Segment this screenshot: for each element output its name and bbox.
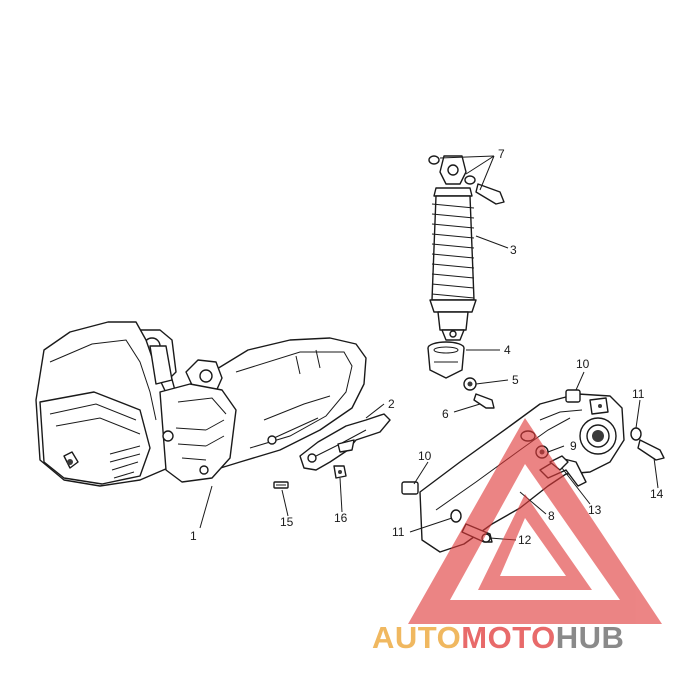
callout-9: 9 — [570, 439, 577, 453]
svg-text:AUTOMOTOHUB: AUTOMOTOHUB — [372, 620, 624, 655]
callout-2: 2 — [388, 397, 395, 411]
callout-1: 1 — [190, 529, 197, 543]
callout-8: 8 — [548, 509, 555, 523]
engine-unit — [35, 321, 367, 487]
spacer-10-right — [565, 389, 581, 403]
callout-13: 13 — [588, 503, 602, 517]
callout-10-right: 10 — [576, 357, 590, 371]
callout-labels: 1 2 3 4 5 6 7 8 9 10 10 11 11 12 13 14 1… — [190, 147, 664, 547]
callout-4: 4 — [504, 343, 511, 357]
bolt-15 — [273, 481, 289, 489]
callout-14: 14 — [650, 487, 664, 501]
nut-5 — [463, 377, 477, 391]
bolt-14 — [637, 439, 665, 461]
callout-10-left: 10 — [418, 449, 432, 463]
callout-5: 5 — [512, 373, 519, 387]
leader-lines — [199, 155, 659, 541]
bolt-6 — [473, 393, 495, 409]
callout-3: 3 — [510, 243, 517, 257]
watermark-text-auto: AUTO — [372, 620, 461, 655]
shock-absorber — [428, 155, 505, 341]
watermark-wordmark: AUTOMOTOHUB — [372, 620, 624, 655]
rubber-bush-4 — [427, 341, 465, 379]
nut-16 — [333, 465, 347, 479]
spacer-10-left — [401, 481, 419, 495]
callout-11-left: 11 — [392, 525, 405, 539]
watermark — [408, 418, 662, 624]
washer-11-left — [450, 509, 462, 523]
engine-bracket — [299, 413, 391, 471]
callout-16: 16 — [334, 511, 348, 525]
callout-12: 12 — [518, 533, 532, 547]
callout-15: 15 — [280, 515, 294, 529]
washer-11-right — [630, 427, 642, 441]
callout-7: 7 — [498, 147, 505, 161]
callout-6: 6 — [442, 407, 449, 421]
watermark-text-moto: MOTO — [461, 620, 555, 655]
callout-11-right: 11 — [632, 387, 645, 401]
watermark-text-hub: HUB — [556, 620, 625, 655]
watermark-triangle-icon — [408, 418, 662, 624]
